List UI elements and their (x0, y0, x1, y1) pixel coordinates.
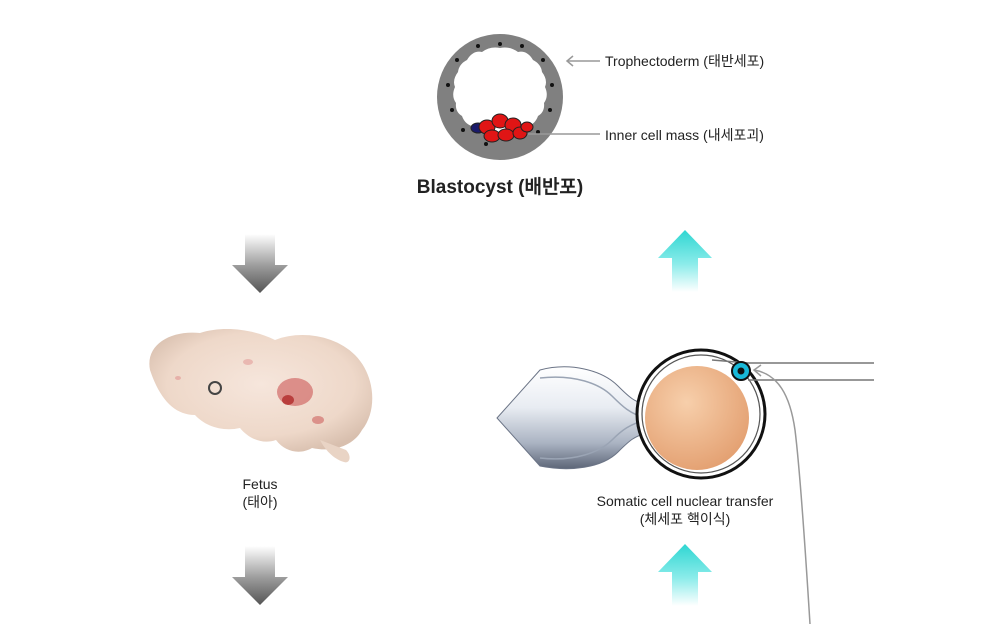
blastocyst-title: Blastocyst (배반포) (416, 177, 584, 198)
fetus-illustration (149, 329, 373, 463)
arrow-up-icon (658, 544, 712, 606)
inner-cell-mass-label: Inner cell mass (내세포괴) (605, 127, 764, 143)
holding-pipette (496, 366, 649, 470)
inner-cell-mass (470, 113, 534, 143)
arrow-down-icon (232, 546, 288, 605)
curved-arrow (752, 364, 811, 624)
fetus-label: Fetus (태아) (210, 475, 310, 511)
arrow-down-icon (232, 234, 288, 293)
blastocyst-illustration (437, 34, 563, 160)
blastocoel-cavity (453, 47, 547, 134)
fetus-label-line2: (태아) (242, 494, 278, 510)
fetus-label-line1: Fetus (242, 476, 278, 492)
trophectoderm-leader (565, 55, 600, 67)
arrow-up-icon (658, 230, 712, 292)
trophectoderm-nuclei (446, 42, 554, 146)
donor-nucleus (731, 361, 751, 381)
scnt-label-line1: Somatic cell nuclear transfer (596, 493, 774, 509)
scnt-label: Somatic cell nuclear transfer (체세포 핵이식) (560, 492, 810, 528)
scnt-label-line2: (체세포 핵이식) (639, 511, 731, 527)
oocyte (635, 348, 767, 480)
trophectoderm-label: Trophectoderm (태반세포) (605, 53, 765, 69)
